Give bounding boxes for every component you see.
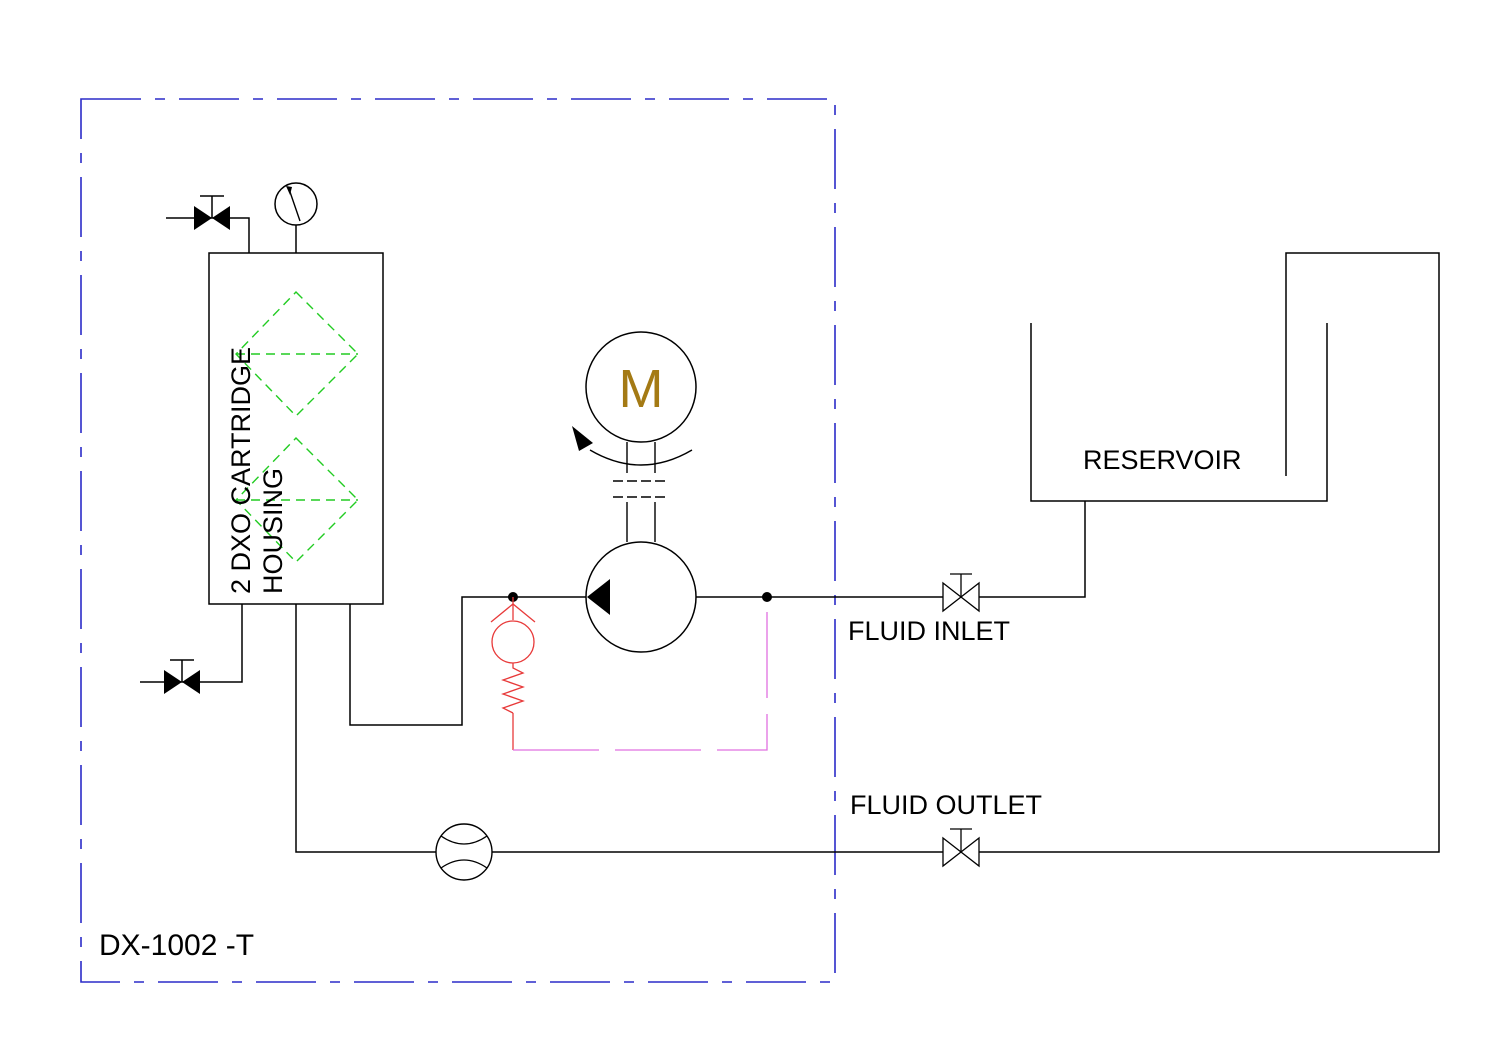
reservoir-suction-pipe: [979, 501, 1086, 598]
inlet-valve-icon: [942, 573, 980, 613]
fluid-inlet-label: FLUID INLET: [848, 616, 1010, 646]
motor-label: M: [619, 359, 664, 419]
pressure-gauge-icon: [274, 182, 318, 253]
vent-valve-icon: [166, 195, 250, 253]
fluid-outlet-label: FLUID OUTLET: [850, 790, 1042, 820]
pump-discharge-pipe: [349, 596, 587, 726]
outlet-valve-icon: [942, 828, 980, 868]
relief-valve-icon: [490, 597, 536, 750]
junction-node: [762, 592, 772, 602]
filter-cartridge-bottom: [235, 437, 359, 563]
outlet-pipe: [295, 604, 943, 853]
unit-title: DX-1002 -T: [99, 929, 254, 962]
flow-meter-icon: [435, 823, 493, 881]
drain-valve-icon: [140, 604, 243, 694]
housing-label-line1: 2 DXO CARTRIDGE: [226, 347, 256, 594]
housing-label-line2: HOUSING: [258, 468, 288, 594]
pilot-line: [513, 597, 768, 751]
reservoir-tank: [1030, 323, 1328, 502]
coupling-icon: [613, 442, 669, 542]
unit-boundary: [80, 98, 836, 983]
return-pipe: [979, 252, 1440, 853]
motor-icon: [572, 331, 697, 466]
pump-icon: [585, 541, 697, 653]
filter-cartridge-top: [235, 291, 359, 417]
reservoir-label: RESERVOIR: [1083, 445, 1242, 475]
